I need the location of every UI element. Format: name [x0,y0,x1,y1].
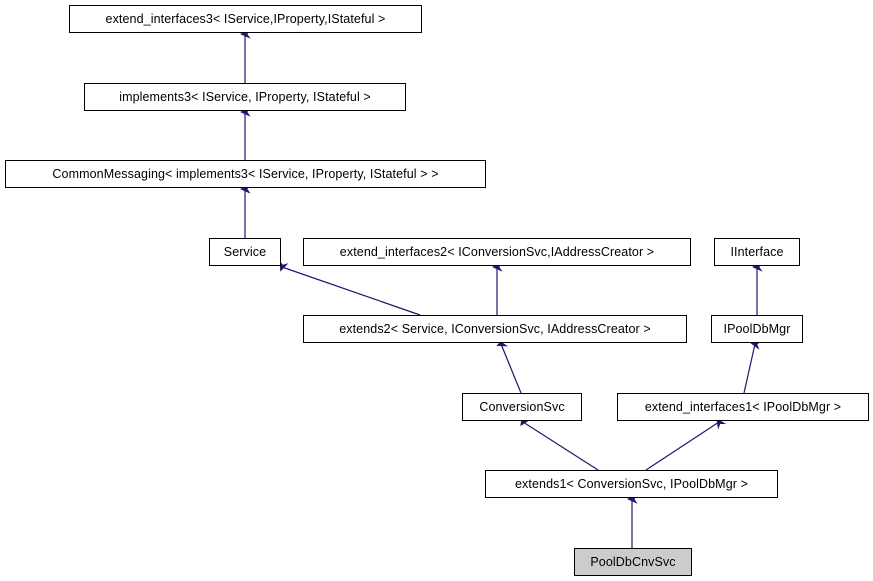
inheritance-edge [743,340,762,394]
class-node-extends1[interactable]: extends1< ConversionSvc, IPoolDbMgr > [485,470,778,498]
inheritance-edge [520,414,599,471]
class-node-IInterface[interactable]: IInterface [714,238,800,266]
class-node-extend_interfaces2[interactable]: extend_interfaces2< IConversionSvc,IAddr… [303,238,691,266]
class-node-extend_interfaces1[interactable]: extend_interfaces1< IPoolDbMgr > [617,393,869,421]
inheritance-edge [645,417,727,471]
class-node-label: extend_interfaces1< IPoolDbMgr > [644,399,842,414]
class-node-label: Service [223,244,267,259]
class-node-PoolDbCnvSvc[interactable]: PoolDbCnvSvc [574,548,692,576]
class-node-extend_interfaces3[interactable]: extend_interfaces3< IService,IProperty,I… [69,5,422,33]
class-node-label: PoolDbCnvSvc [590,554,676,569]
class-node-label: extend_interfaces2< IConversionSvc,IAddr… [339,244,655,259]
class-node-label: extend_interfaces3< IService,IProperty,I… [105,11,386,26]
inheritance-edge [496,337,522,394]
class-node-implements3[interactable]: implements3< IService, IProperty, IState… [84,83,406,111]
class-node-ConversionSvc[interactable]: ConversionSvc [462,393,582,421]
class-node-label: IInterface [730,244,784,259]
class-node-label: CommonMessaging< implements3< IService, … [52,166,439,181]
class-node-label: ConversionSvc [479,399,565,414]
class-node-label: IPoolDbMgr [723,321,791,336]
class-node-label: extends2< Service, IConversionSvc, IAddr… [339,321,651,336]
class-node-extends2[interactable]: extends2< Service, IConversionSvc, IAddr… [303,315,687,343]
class-node-label: implements3< IService, IProperty, IState… [119,89,371,104]
class-node-label: extends1< ConversionSvc, IPoolDbMgr > [515,476,748,491]
class-node-IPoolDbMgr[interactable]: IPoolDbMgr [711,315,803,343]
class-node-Service[interactable]: Service [209,238,281,266]
inheritance-edge [279,260,421,316]
class-node-CommonMessaging[interactable]: CommonMessaging< implements3< IService, … [5,160,486,188]
